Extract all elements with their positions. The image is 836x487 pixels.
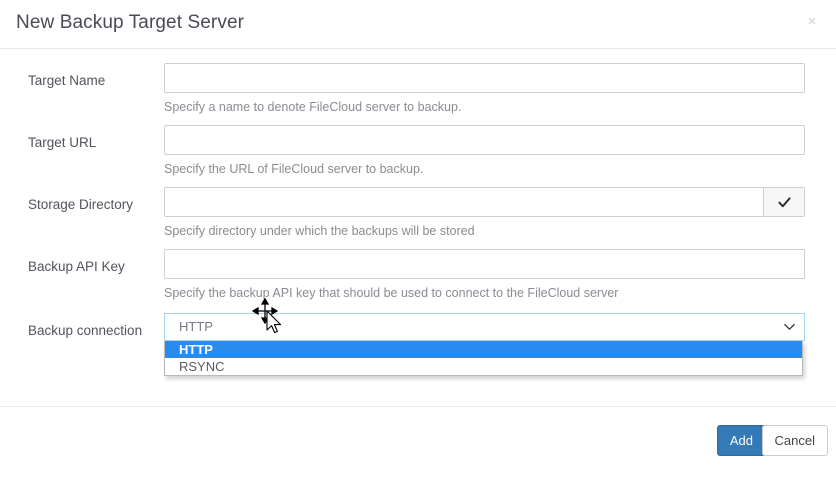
help-storage-directory: Specify directory under which the backup…	[164, 224, 475, 238]
target-url-input[interactable]	[164, 125, 805, 155]
control-target-name	[164, 63, 805, 93]
backup-connection-option-rsync[interactable]: RSYNC	[179, 359, 225, 374]
close-icon[interactable]: ×	[802, 12, 822, 32]
backup-connection-option-http[interactable]: HTTP	[165, 341, 802, 358]
page-title: New Backup Target Server	[16, 12, 245, 33]
add-button[interactable]: Add	[716, 425, 766, 456]
form-row-backup-connection: Backup connection HTTP HTTP RSYNC	[0, 311, 836, 376]
control-backup-api-key	[164, 249, 805, 279]
help-target-name: Specify a name to denote FileCloud serve…	[164, 100, 462, 114]
form-row-target-name: Target Name Specify a name to denote Fil…	[0, 63, 836, 125]
form-row-backup-api-key: Backup API Key Specify the backup API ke…	[0, 249, 836, 311]
control-storage-directory	[164, 187, 805, 217]
target-name-input[interactable]	[164, 63, 805, 93]
form-row-storage-directory: Storage Directory Specify directory unde…	[0, 187, 836, 249]
control-target-url	[164, 125, 805, 155]
check-icon	[777, 196, 791, 207]
backup-api-key-input[interactable]	[164, 249, 805, 279]
help-backup-api-key: Specify the backup API key that should b…	[164, 286, 619, 300]
help-target-url: Specify the URL of FileCloud server to b…	[164, 162, 424, 176]
dialog-body: Target Name Specify a name to denote Fil…	[0, 49, 836, 406]
backup-connection-selected-value: HTTP	[179, 319, 213, 334]
backup-connection-select[interactable]: HTTP	[164, 313, 805, 341]
label-storage-directory: Storage Directory	[28, 197, 134, 212]
label-backup-connection: Backup connection	[28, 323, 143, 338]
storage-directory-input[interactable]	[164, 187, 764, 217]
dialog-footer: Add Cancel	[0, 406, 836, 487]
label-backup-api-key: Backup API Key	[28, 259, 125, 274]
backup-connection-options-list: HTTP RSYNC	[164, 341, 803, 376]
cancel-button[interactable]: Cancel	[761, 425, 828, 456]
chevron-down-icon	[784, 323, 795, 330]
form-row-target-url: Target URL Specify the URL of FileCloud …	[0, 125, 836, 187]
label-target-name: Target Name	[28, 73, 106, 88]
label-target-url: Target URL	[28, 135, 97, 150]
dialog-header: New Backup Target Server ×	[0, 0, 836, 49]
storage-directory-verify-button[interactable]	[764, 187, 805, 217]
storage-directory-input-group	[164, 187, 805, 217]
control-backup-connection: HTTP HTTP RSYNC	[164, 313, 805, 376]
